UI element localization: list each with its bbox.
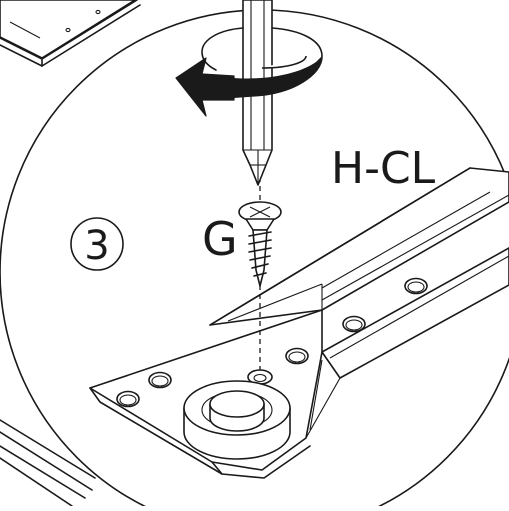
- panel-bottom-left: [0, 419, 96, 507]
- bracket-h-cl: [89, 167, 509, 479]
- panel-top-left: [0, 0, 141, 67]
- bracket-boss: [183, 380, 291, 460]
- step-number-badge: 3: [70, 217, 124, 271]
- part-label: H-CL: [331, 143, 436, 194]
- phillips-screw-icon: [238, 201, 282, 287]
- step-number: 3: [84, 223, 109, 269]
- clockwise-rotation-arrow-icon: [175, 27, 323, 117]
- screw-label: G: [202, 212, 238, 266]
